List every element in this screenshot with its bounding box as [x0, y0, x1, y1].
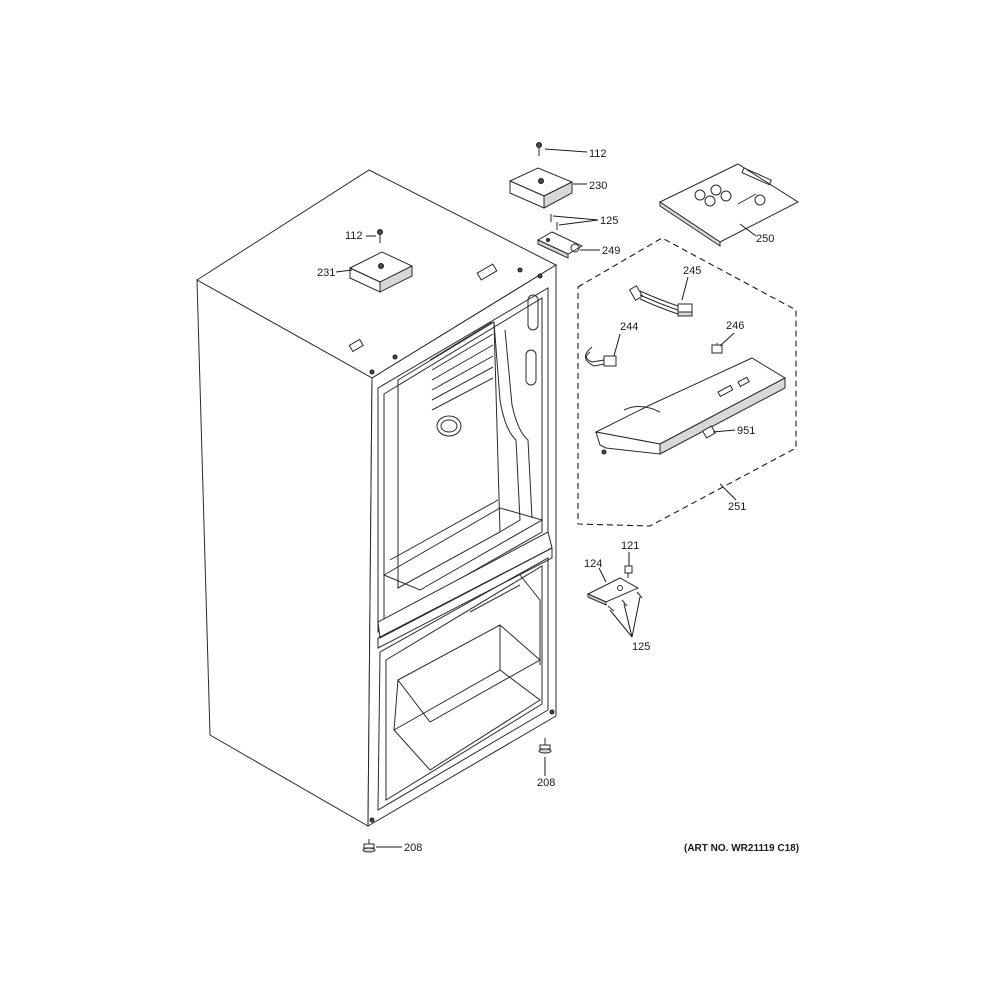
art-number: (ART NO. WR21119 C18) — [684, 843, 799, 854]
callout-208-right: 208 — [537, 777, 555, 789]
callout-121: 121 — [621, 540, 639, 552]
callout-112-top: 112 — [589, 148, 607, 160]
callout-230: 230 — [589, 180, 607, 192]
callout-951: 951 — [737, 425, 755, 437]
callout-125-lower: 125 — [632, 641, 650, 653]
part-208-leveling-leg-left — [362, 839, 376, 853]
part-246-thermistor — [711, 343, 723, 354]
part-230-cover — [508, 167, 574, 209]
callout-251: 251 — [728, 501, 746, 513]
part-125-screws-lower — [607, 591, 643, 612]
part-112-screw-left — [377, 229, 383, 243]
callout-246: 246 — [726, 320, 744, 332]
part-250-manual-kit — [658, 163, 800, 247]
part-231-top-cover — [348, 251, 414, 293]
part-124-hinge-bracket — [586, 577, 640, 606]
part-249-bracket — [536, 231, 584, 259]
part-244-harness — [585, 346, 617, 367]
part-251-control-board-bracket — [594, 357, 787, 455]
part-245-wire-harness — [628, 285, 693, 317]
callout-124: 124 — [584, 558, 602, 570]
part-121-screw — [624, 565, 633, 578]
part-112-screw-top — [536, 142, 542, 156]
part-208-leveling-leg-right — [538, 738, 552, 754]
callout-labels: 112 230 125 249 250 112 231 245 244 246 … — [317, 148, 799, 854]
refrigerator-cabinet — [196, 169, 558, 827]
callout-125-top: 125 — [600, 215, 618, 227]
part-125-screws-top — [550, 214, 558, 230]
callout-231: 231 — [317, 267, 335, 279]
callout-208-left: 208 — [404, 842, 422, 854]
leader-lines — [335, 148, 757, 848]
callout-112-left: 112 — [345, 230, 363, 242]
part-251-kit-outline — [577, 237, 797, 527]
callout-245: 245 — [683, 265, 701, 277]
callout-244: 244 — [620, 321, 638, 333]
callout-250: 250 — [756, 233, 774, 245]
callout-249: 249 — [602, 245, 620, 257]
